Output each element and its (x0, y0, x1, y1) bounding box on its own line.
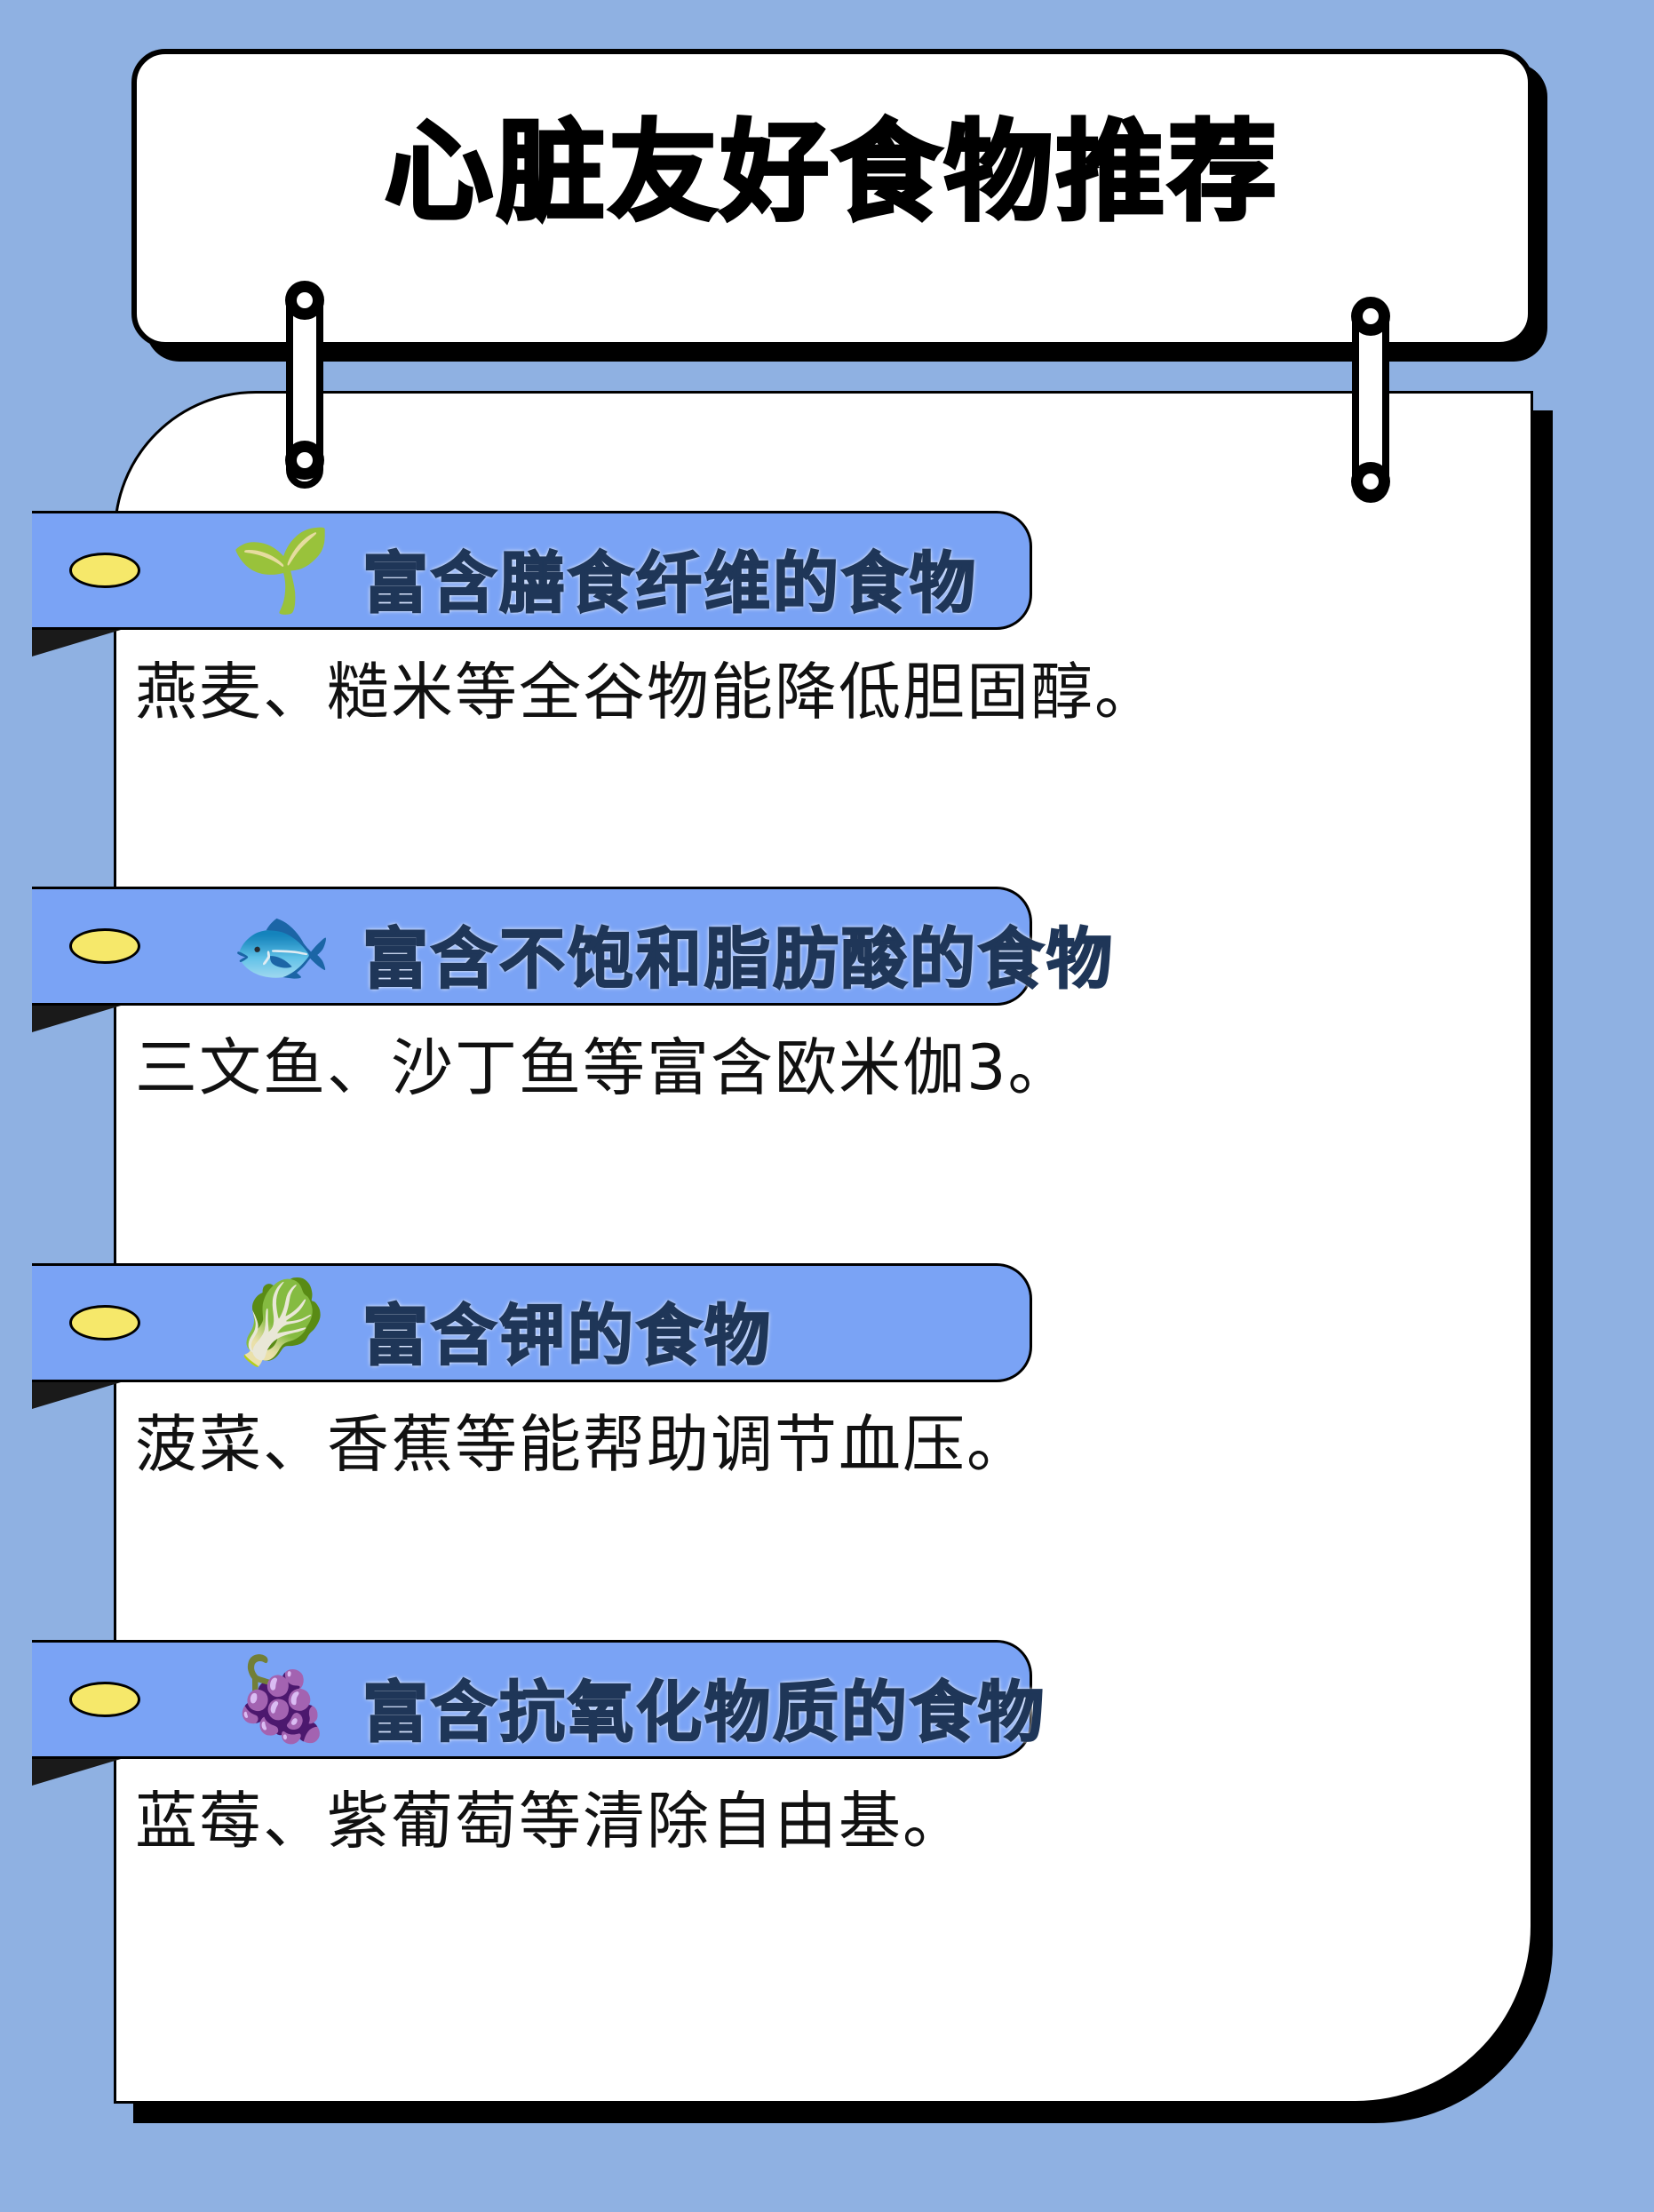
section-heading: 富含膳食纤维的食物 (362, 545, 978, 623)
ribbon-fold (32, 1006, 121, 1032)
title-card: 心脏友好食物推荐 (131, 49, 1533, 347)
content-card (114, 391, 1533, 2104)
section-heading: 富含钾的食物 (362, 1297, 773, 1375)
section-heading: 富含抗氧化物质的食物 (362, 1674, 1046, 1752)
bullet-oval-icon (69, 553, 140, 588)
bullet-oval-icon (69, 928, 140, 964)
section-heading: 富含不饱和脂肪酸的食物 (362, 920, 1115, 999)
celery-icon: 🥬 (230, 1275, 333, 1370)
section-ribbon (32, 1263, 1032, 1382)
ribbon-fold (32, 1382, 121, 1409)
section-ribbon (32, 1640, 1032, 1759)
section-description: 燕麦、糙米等全谷物能降低胆固醇。 (135, 656, 1158, 728)
section-description: 菠菜、香蕉等能帮助调节血压。 (135, 1408, 1030, 1481)
binder-ring-right-bottom (1351, 462, 1390, 501)
ribbon-fold (32, 630, 121, 656)
ribbon-fold (32, 1759, 121, 1786)
section-ribbon (32, 887, 1032, 1006)
grapes-icon: 🍇 (230, 1651, 333, 1747)
bullet-oval-icon (69, 1305, 140, 1341)
page-title: 心脏友好食物推荐 (383, 107, 1280, 237)
section-description: 蓝莓、紫葡萄等清除自由基。 (135, 1785, 966, 1858)
seedling-icon: 🌱 (230, 522, 333, 617)
binder-ring-right-top (1351, 297, 1390, 336)
binder-ring-left-bottom (285, 441, 324, 480)
section-ribbon (32, 511, 1032, 630)
bullet-oval-icon (69, 1682, 140, 1717)
section-description: 三文鱼、沙丁鱼等富含欧米伽3。 (135, 1031, 1072, 1104)
fish-icon: 🐟 (230, 898, 333, 993)
binder-ring-left-top (285, 281, 324, 320)
